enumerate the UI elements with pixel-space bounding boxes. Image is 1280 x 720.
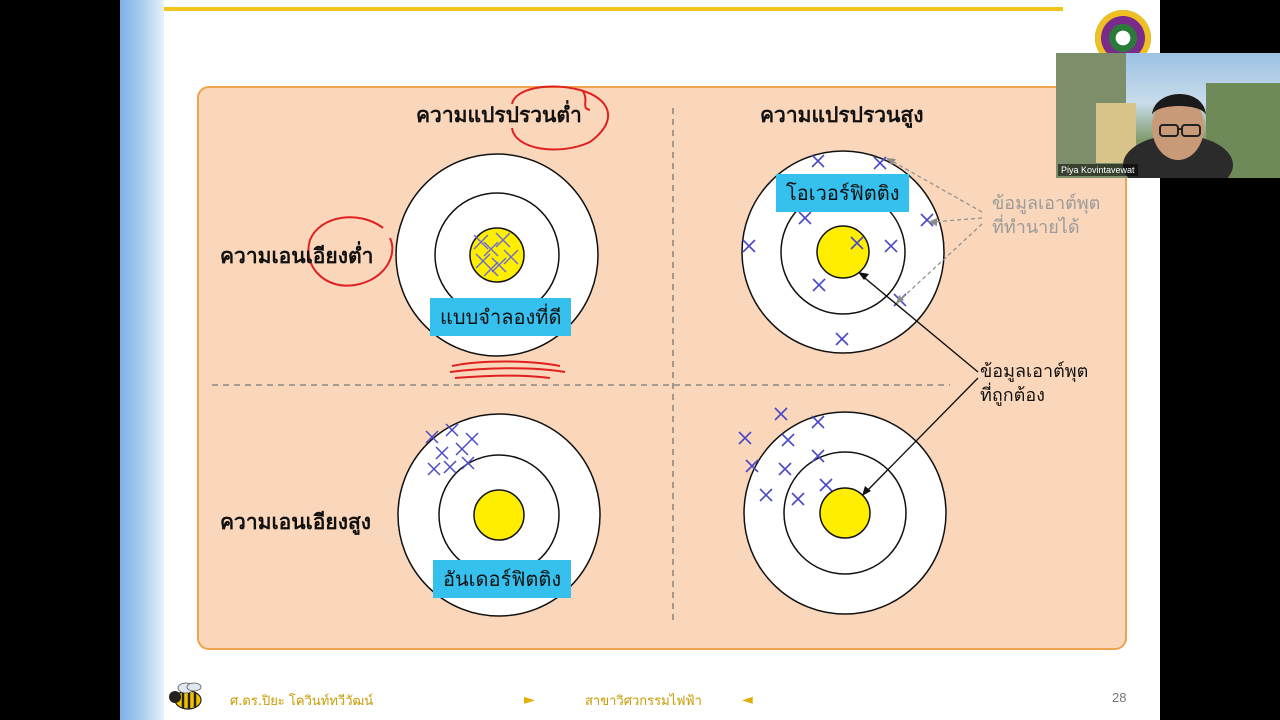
offset-scatter-marks	[738, 407, 833, 506]
ink-circle-low-variance	[511, 85, 610, 151]
column-header-high-variance: ความแปรปรวนสูง	[760, 102, 924, 127]
predicted-output-arrows	[889, 159, 983, 301]
ink-underline-good-model	[449, 360, 566, 379]
slide-left-gradient-bar	[120, 0, 164, 720]
ink-circle-low-bias	[307, 216, 394, 287]
tag-underfitting: อันเดอร์ฟิตติง	[433, 560, 572, 598]
participant-video-tile[interactable]: Piya Kovintavewat	[1056, 53, 1280, 178]
tag-overfitting: โอเวอร์ฟิตติง	[776, 174, 910, 212]
row-header-low-bias: ความเอนเอียงต่ำ	[220, 243, 374, 268]
note-predicted-output: ข้อมูลเอาต์พุต ที่ทำนายได้	[992, 193, 1101, 238]
slide-top-accent-line	[164, 7, 1063, 11]
tight-cluster-marks	[473, 232, 519, 277]
tag-good-model: แบบจำลองที่ดี	[430, 298, 572, 336]
footer-department: สาขาวิศวกรรมไฟฟ้า	[585, 694, 702, 709]
note-correct-output: ข้อมูลเอาต์พุต ที่ถูกต้อง	[980, 361, 1089, 406]
bee-mascot-icon	[169, 682, 202, 710]
column-header-low-variance: ความแปรปรวนต่ำ	[416, 102, 582, 127]
footer-left-triangle-icon: ◄	[742, 692, 753, 708]
bias-variance-panel	[197, 86, 1127, 650]
target-high-bias-high-variance	[738, 407, 947, 615]
participant-name: Piya Kovintavewat	[1058, 164, 1138, 176]
correct-output-arrowheads	[858, 272, 871, 496]
predicted-output-arrowheads	[886, 158, 937, 304]
red-ink-annotations	[307, 85, 610, 379]
footer-right-triangle-icon: ►	[524, 692, 535, 708]
offset-cluster-marks	[425, 423, 479, 476]
footer-author: ศ.ดร.ปิยะ โควินท์ทวีวัฒน์	[230, 694, 374, 709]
ink-tick	[581, 89, 591, 111]
correct-output-arrows	[859, 273, 979, 495]
slide: ความแปรปรวนต่ำ ความแปรปรวนสูง ความเอนเอี…	[120, 0, 1160, 720]
row-header-high-bias: ความเอนเอียงสูง	[220, 509, 372, 534]
page-number: 28	[1112, 690, 1127, 705]
participant-video-feed	[1056, 53, 1280, 178]
